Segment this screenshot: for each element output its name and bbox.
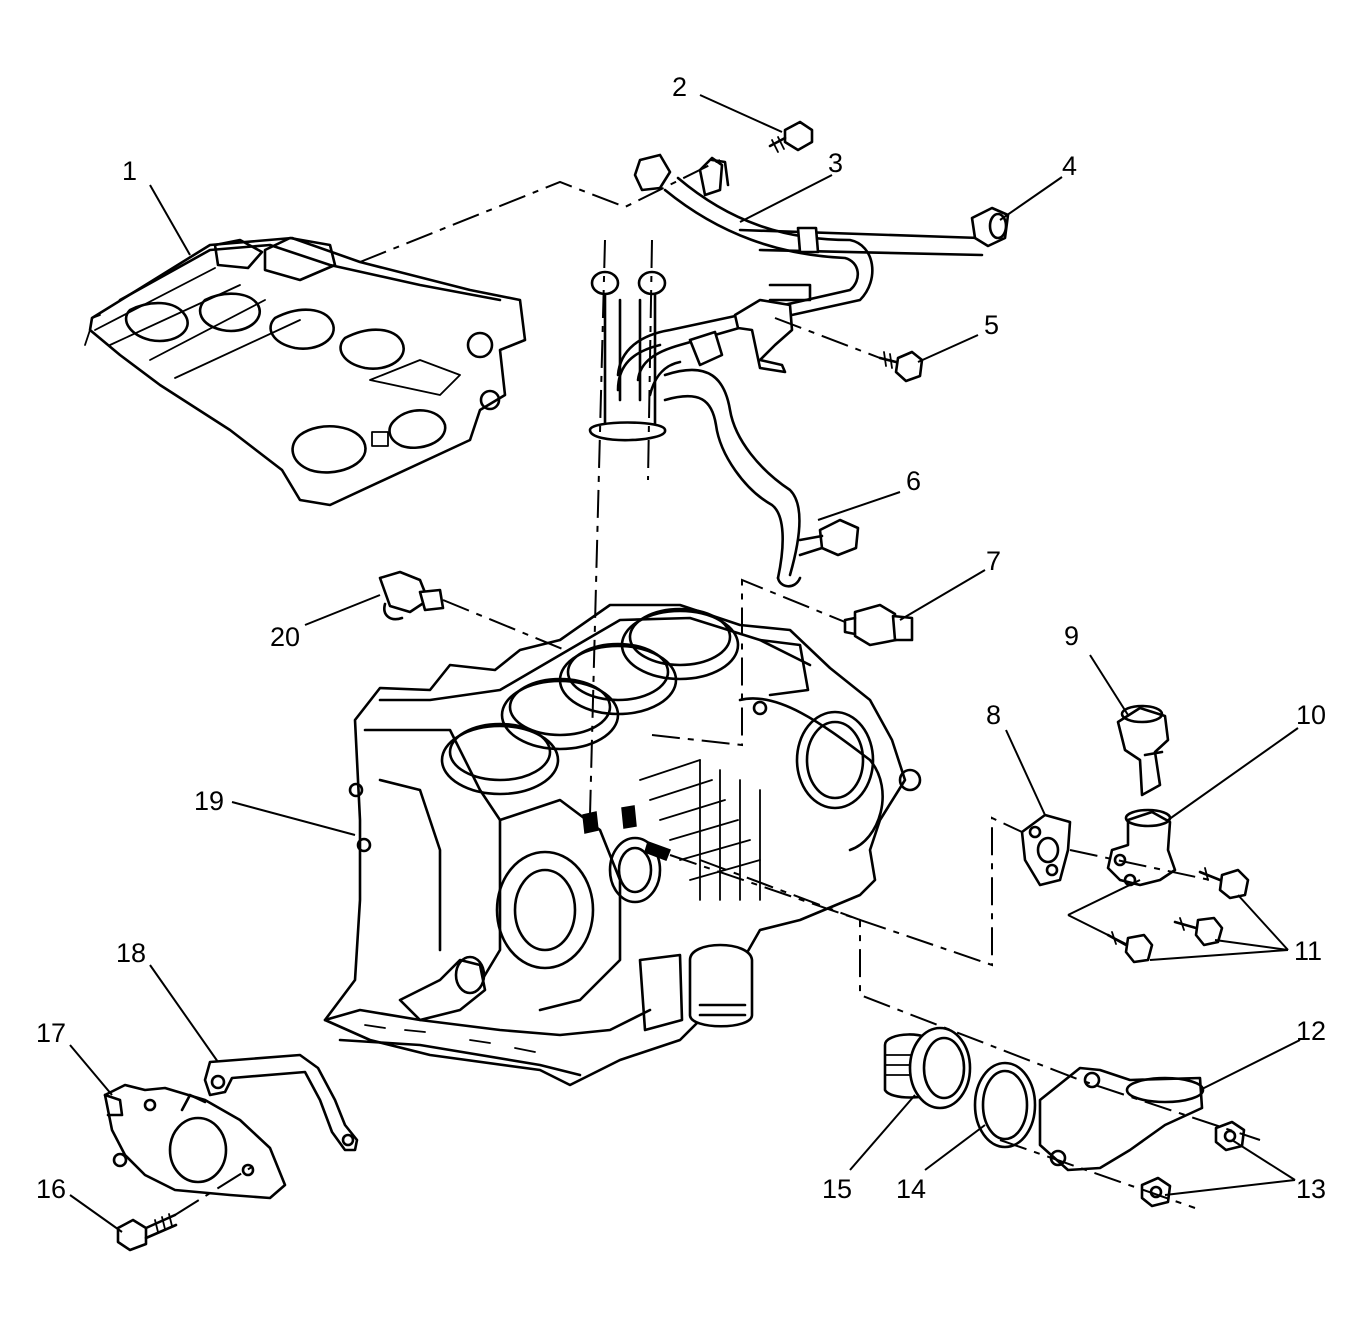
- leader-6: [817, 491, 901, 521]
- callout-19: 19: [194, 786, 224, 816]
- leader-11b: [1214, 939, 1289, 951]
- water-pipe-flange: [588, 270, 682, 442]
- callout-4: 4: [1062, 151, 1077, 181]
- leader-13: [1231, 1139, 1296, 1181]
- centerline-head: [359, 159, 721, 263]
- callout-18: 18: [116, 938, 146, 968]
- cover-17: [103, 1083, 287, 1200]
- seal-14: [973, 1061, 1037, 1149]
- centerline-bolt-5: [774, 317, 881, 359]
- water-outlet-10: [1106, 808, 1177, 887]
- callout-12: 12: [1296, 1016, 1326, 1046]
- callout-6: 6: [906, 466, 921, 496]
- callout-8: 8: [986, 700, 1001, 730]
- coolant-pipe: [616, 153, 984, 382]
- centerline-outlet: [1069, 849, 1211, 881]
- leader-9: [1089, 654, 1129, 716]
- thermostat-housing-12: [1038, 1066, 1205, 1172]
- leader-16: [69, 1194, 123, 1233]
- callout-7: 7: [986, 546, 1001, 576]
- bolt-5: [878, 350, 924, 383]
- centerline-sensor-20: [442, 599, 566, 651]
- callout-13: 13: [1296, 1174, 1326, 1204]
- callout-9: 9: [1064, 621, 1079, 651]
- callout-labels: 1 2 3 4 5 6 7 8 9 10 11 12 13 14 15 16 1…: [36, 72, 1326, 1204]
- leader-15: [849, 1094, 916, 1171]
- hose-6: [663, 368, 860, 588]
- leader-11e: [1067, 914, 1129, 946]
- thermostat-15: [883, 1026, 972, 1110]
- leader-7: [899, 569, 986, 621]
- centerline-stud-left: [589, 239, 606, 816]
- centerline-thermostat: [699, 859, 1261, 1141]
- callout-16: 16: [36, 1174, 66, 1204]
- leader-5: [917, 334, 979, 363]
- centerlines: [174, 159, 1261, 1216]
- nuts-13: [1140, 1120, 1246, 1208]
- callout-2: 2: [672, 72, 687, 102]
- leader-11c: [1149, 949, 1289, 961]
- leader-18: [149, 964, 219, 1063]
- leader-12: [1199, 1039, 1301, 1091]
- sensor-7: [843, 603, 914, 647]
- callout-3: 3: [828, 148, 843, 178]
- sensor-20: [378, 570, 445, 621]
- callout-10: 10: [1296, 700, 1326, 730]
- leader-14: [924, 1124, 986, 1171]
- leader-lines: [69, 94, 1301, 1233]
- centerline-sensor-7: [651, 578, 846, 747]
- centerline-cover: [174, 1164, 256, 1216]
- sensor-9: [1116, 704, 1170, 797]
- leader-11d: [1067, 879, 1141, 916]
- cylinder-head: [84, 236, 527, 507]
- leader-11: [1237, 894, 1289, 951]
- callout-11: 11: [1294, 936, 1322, 966]
- leader-19: [231, 801, 356, 836]
- hose-connector-4: [970, 206, 1010, 248]
- centerline-stud-right: [647, 239, 653, 481]
- leader-8: [1005, 729, 1046, 816]
- leader-10: [1167, 727, 1299, 821]
- leader-20: [304, 594, 381, 626]
- leader-3: [739, 174, 833, 223]
- leader-2: [699, 94, 783, 133]
- leader-13b: [1164, 1179, 1296, 1196]
- bolt-16: [116, 1213, 178, 1252]
- callout-17: 17: [36, 1018, 66, 1048]
- gasket-8: [1020, 813, 1072, 887]
- callout-5: 5: [984, 310, 999, 340]
- leader-1: [149, 184, 191, 256]
- callout-20: 20: [270, 622, 300, 652]
- centerline-nut-lower: [999, 1139, 1196, 1209]
- bolt-2: [768, 120, 814, 153]
- engine-block: [323, 603, 922, 1087]
- leader-17: [69, 1044, 113, 1096]
- callout-15: 15: [822, 1174, 852, 1204]
- bracket-18: [203, 1053, 359, 1152]
- callout-14: 14: [896, 1174, 926, 1204]
- leader-4: [999, 176, 1063, 221]
- callout-1: 1: [122, 156, 137, 186]
